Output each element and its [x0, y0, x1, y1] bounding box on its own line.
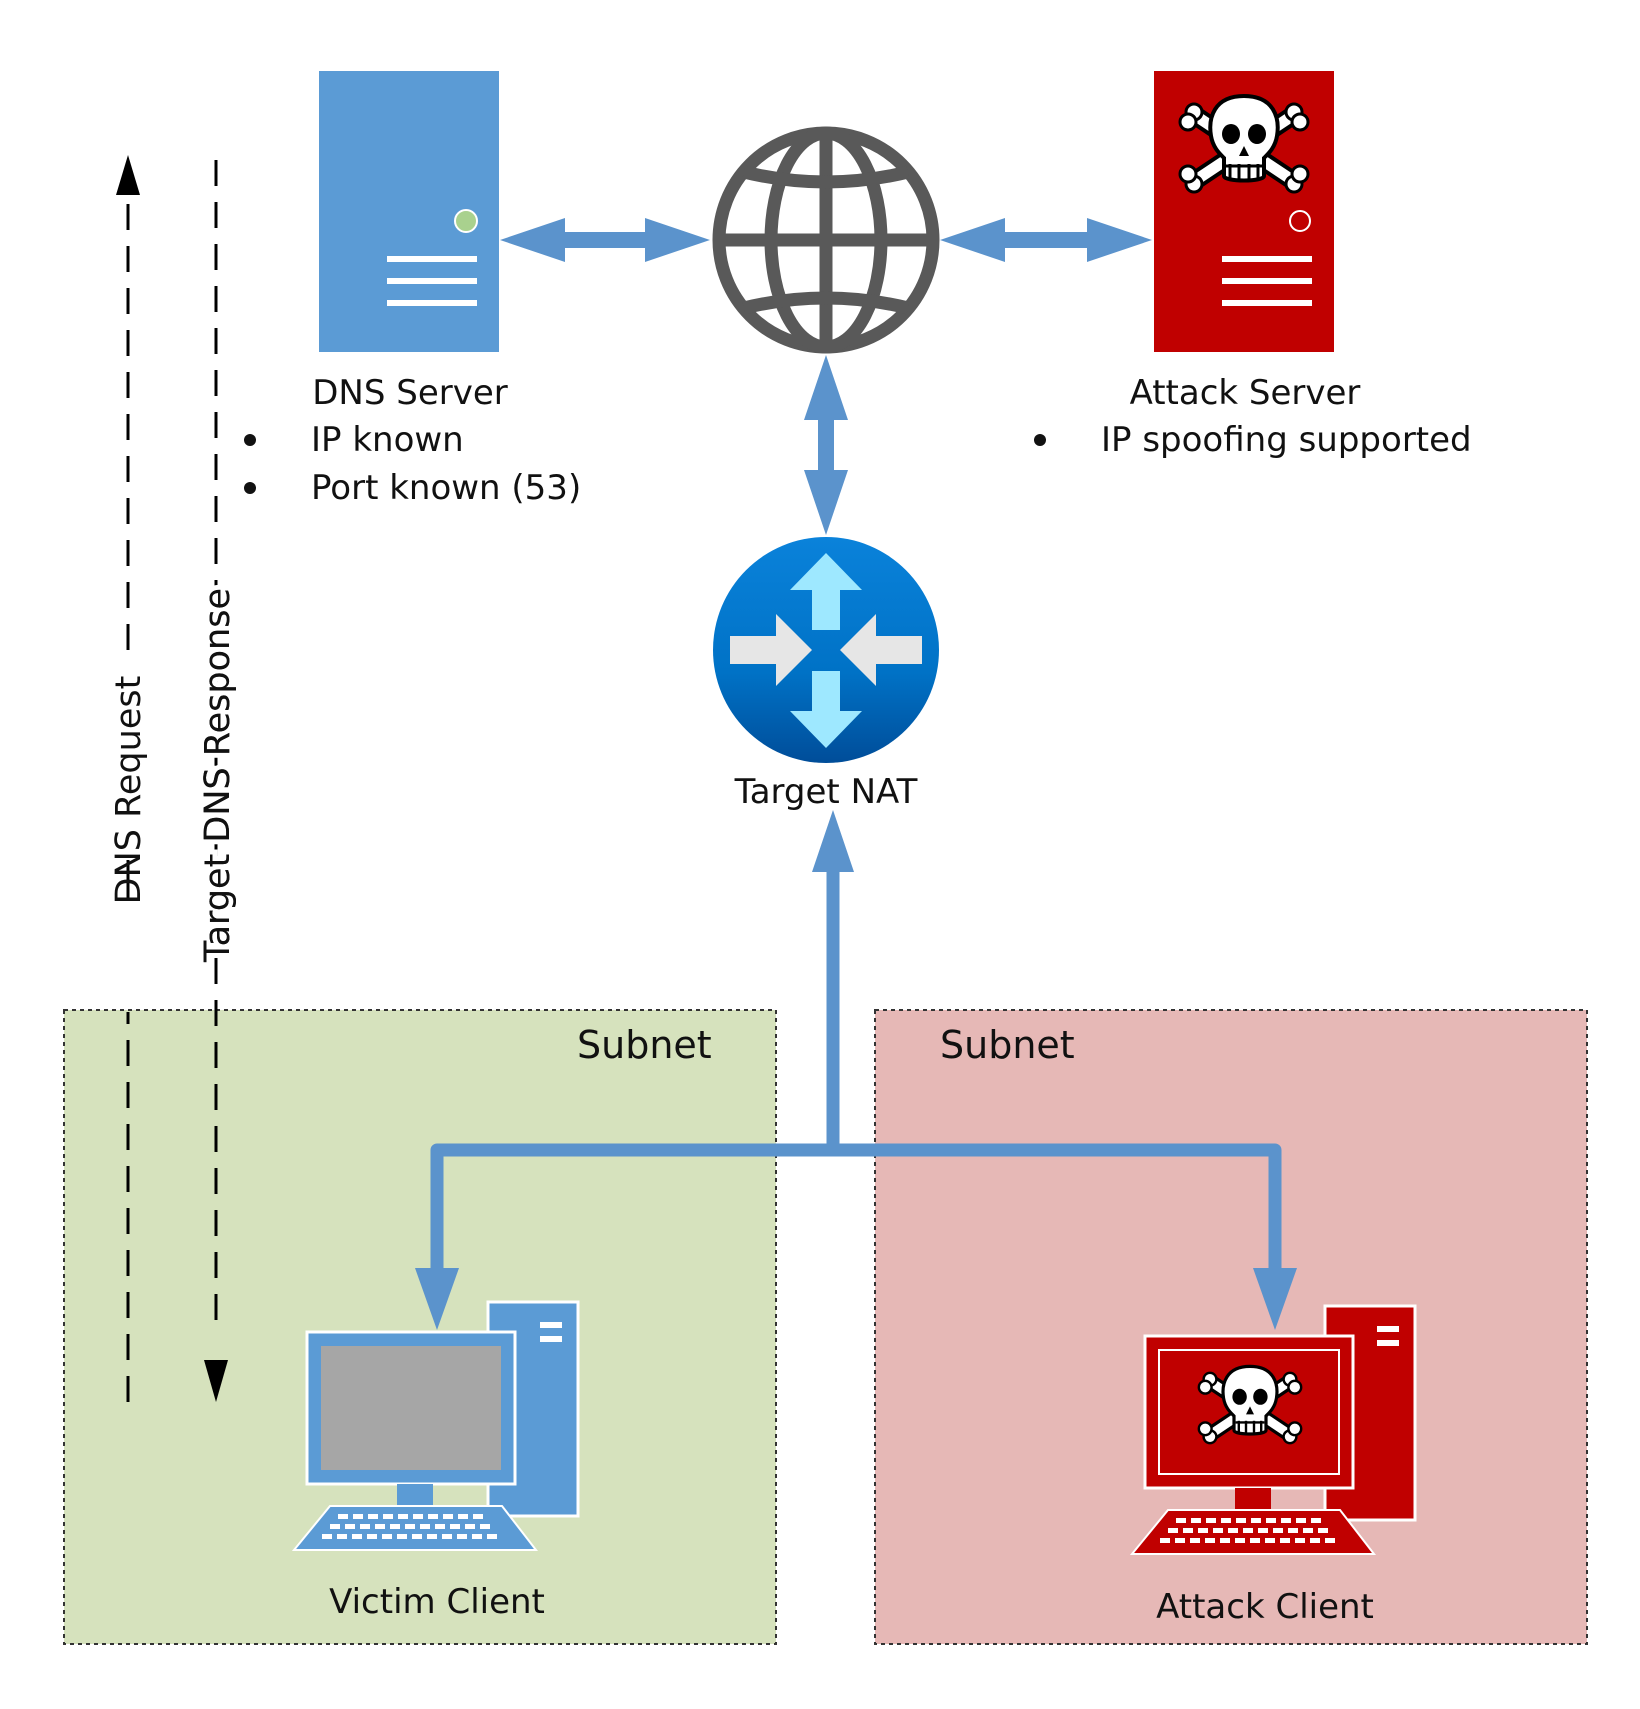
- desktop-computer-icon: [291, 1300, 580, 1551]
- dns-server-label: DNS Server: [312, 373, 508, 413]
- dns-server-bullet-ip: IP known: [311, 420, 464, 460]
- dns-server-bullet-port: Port known (53): [311, 468, 581, 508]
- dns-request-arrow: [116, 155, 140, 1402]
- bullet-dot: [244, 482, 256, 494]
- dns-server-icon: [319, 71, 499, 352]
- attack-client-label: Attack Client: [1156, 1587, 1374, 1627]
- attack-server-icon: [1154, 71, 1334, 352]
- subnet-left-label: Subnet: [577, 1023, 712, 1067]
- target-dns-response-label: Target DNS Response: [198, 588, 238, 963]
- globe-icon: [712, 126, 940, 354]
- victim-client-label: Victim Client: [329, 1582, 545, 1622]
- skull-computer-icon: [1129, 1304, 1417, 1555]
- target-dns-response-arrow: [204, 160, 228, 1402]
- dns-request-label: DNS Request: [109, 676, 149, 905]
- link-internet-attack-server: [940, 218, 1152, 262]
- link-nat-subnets: [415, 810, 1297, 1330]
- attack-server-label: Attack Server: [1130, 373, 1361, 413]
- router-icon: [713, 537, 939, 763]
- link-internet-nat: [804, 355, 848, 535]
- link-dns-internet: [500, 218, 710, 262]
- subnet-right-label: Subnet: [940, 1023, 1075, 1067]
- target-nat-label: Target NAT: [734, 772, 918, 812]
- bullet-dot: [244, 434, 256, 446]
- attack-server-bullet-spoofing: IP spoofing supported: [1101, 420, 1472, 460]
- bullet-dot: [1034, 434, 1046, 446]
- target-dns-response-label-fill: Target DNS Response: [198, 588, 238, 963]
